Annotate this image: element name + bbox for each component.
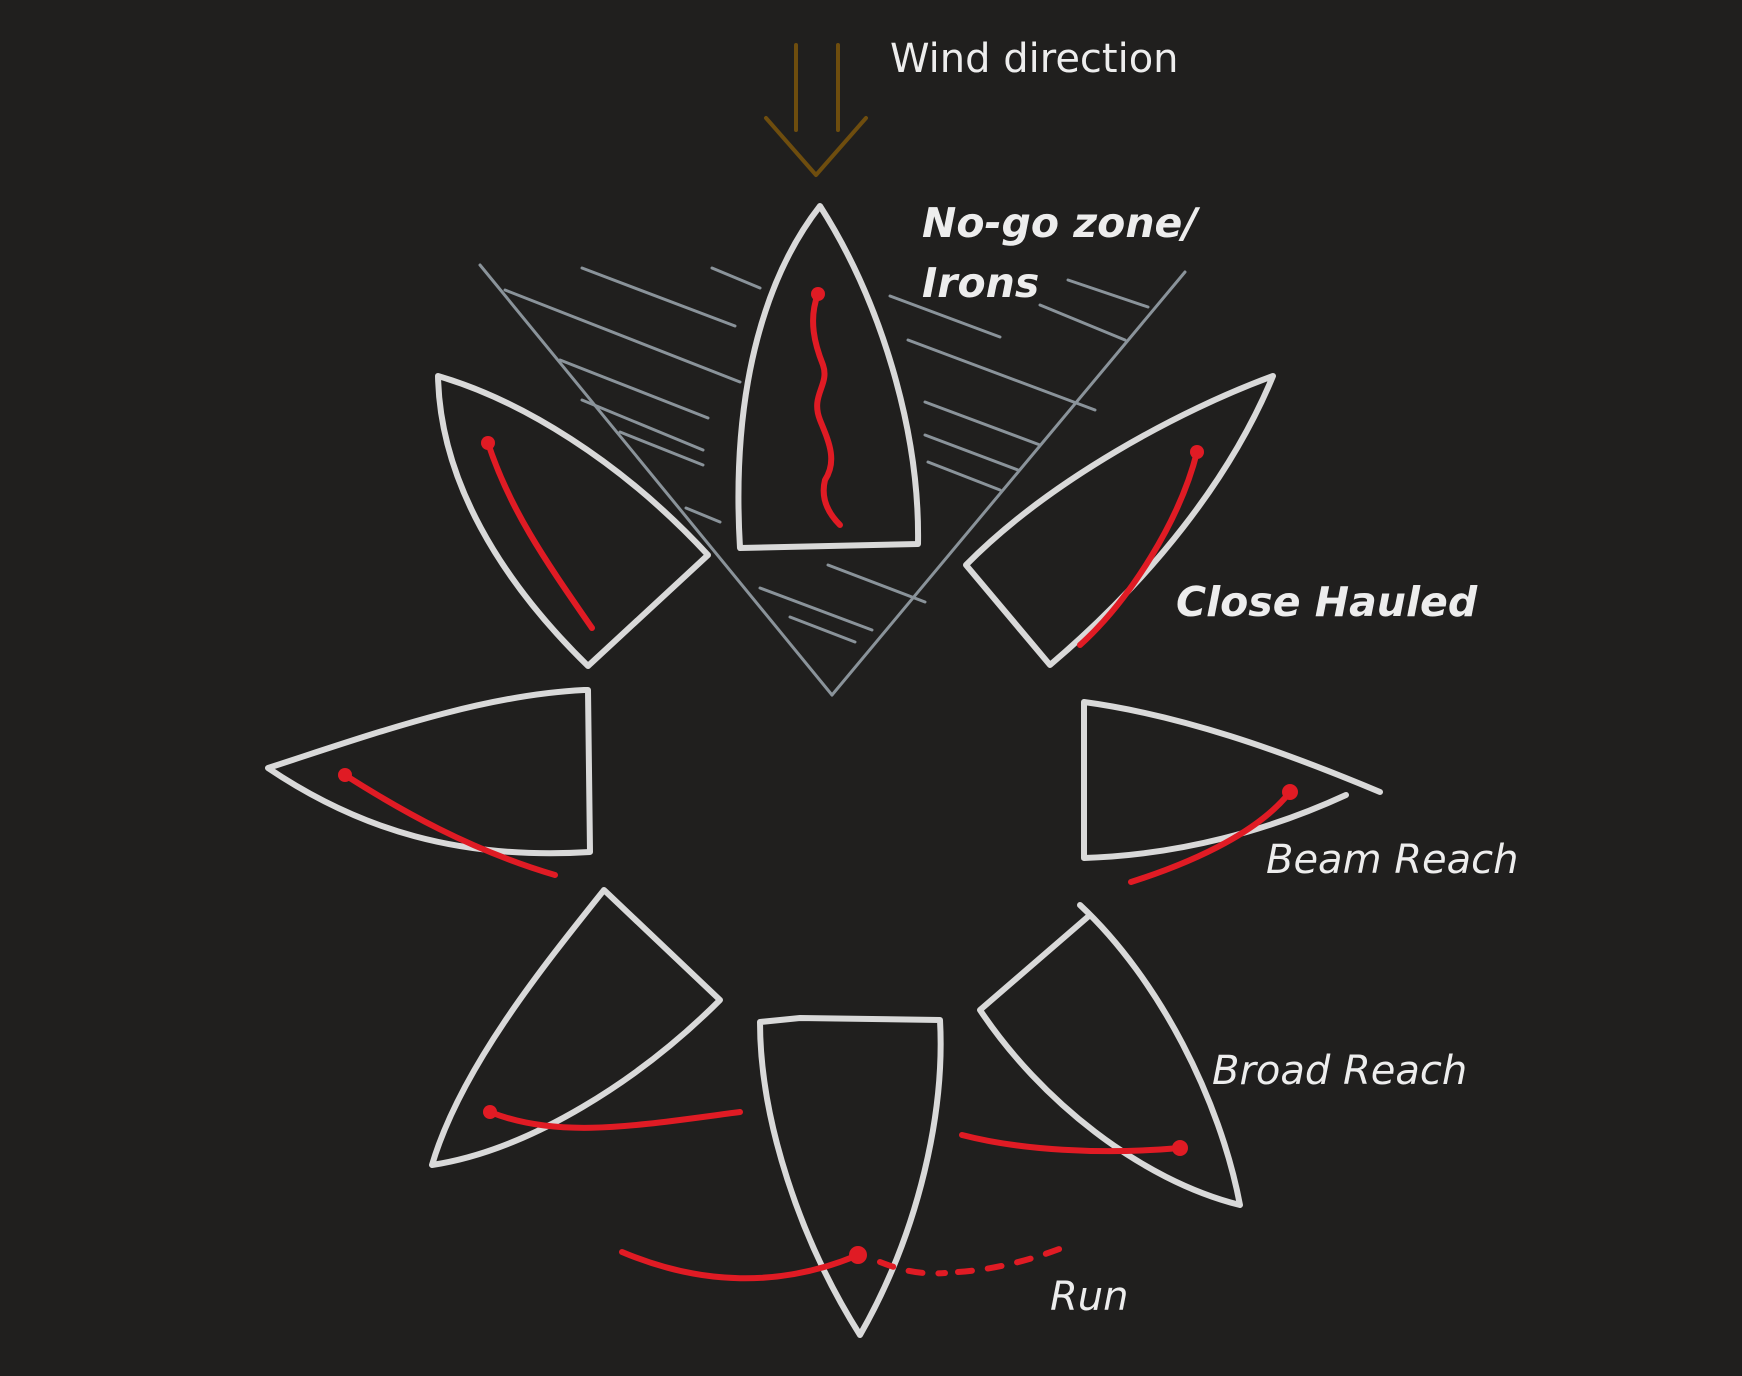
no-go-zone-label-line2: Irons bbox=[922, 259, 1039, 307]
no-go-zone-label-line1: No-go zone/ bbox=[922, 199, 1200, 247]
run-label: Run bbox=[1050, 1274, 1129, 1320]
wind-arrow-icon bbox=[764, 43, 868, 177]
boat-run bbox=[619, 1015, 1065, 1338]
boat-beam-reach-right bbox=[1081, 699, 1383, 885]
boat-beam-reach-left bbox=[265, 687, 593, 878]
beam-reach-label: Beam Reach bbox=[1266, 837, 1519, 883]
boat-irons bbox=[735, 203, 922, 551]
broad-reach-label: Broad Reach bbox=[1212, 1048, 1467, 1094]
boat-broad-reach-right bbox=[959, 902, 1243, 1208]
boat-close-hauled-left bbox=[435, 373, 711, 669]
boat-close-hauled-right bbox=[963, 373, 1276, 668]
boat-broad-reach-left bbox=[429, 887, 743, 1168]
no-go-zone bbox=[478, 263, 1187, 697]
close-hauled-label: Close Hauled bbox=[1176, 578, 1478, 626]
wind-direction-label: Wind direction bbox=[890, 36, 1179, 82]
